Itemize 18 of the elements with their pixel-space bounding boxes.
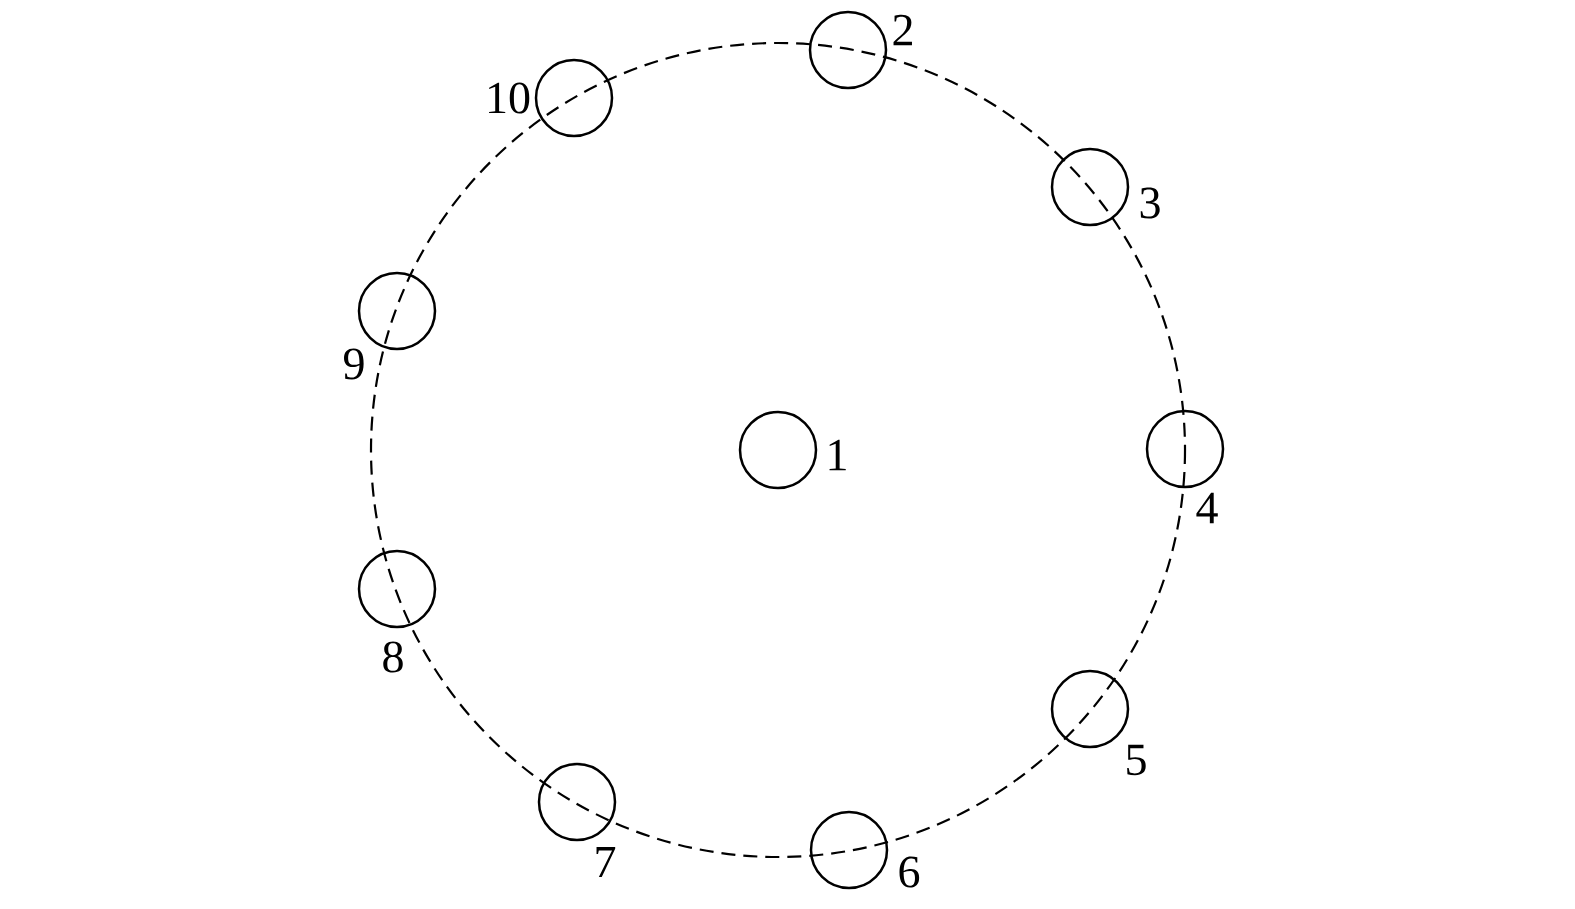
- circle: [809, 810, 889, 890]
- circle: [738, 410, 818, 490]
- callout-number: 9: [344, 348, 364, 380]
- circle: [534, 58, 614, 138]
- callout-number: 7: [596, 846, 616, 878]
- circle: [1050, 147, 1130, 227]
- callout-number: 5: [1127, 744, 1146, 776]
- callout-number: 4: [1196, 492, 1218, 524]
- callout-number: 3: [1140, 187, 1160, 219]
- callout-number: 1: [829, 439, 846, 471]
- callout-number: 10: [489, 82, 530, 114]
- callout-number: 2: [893, 14, 912, 46]
- callout-number: 8: [383, 641, 403, 673]
- circle: [1145, 409, 1225, 489]
- callout-number: 6: [899, 856, 920, 888]
- circle: [537, 762, 617, 842]
- circle: [357, 549, 437, 629]
- circle: [808, 10, 888, 90]
